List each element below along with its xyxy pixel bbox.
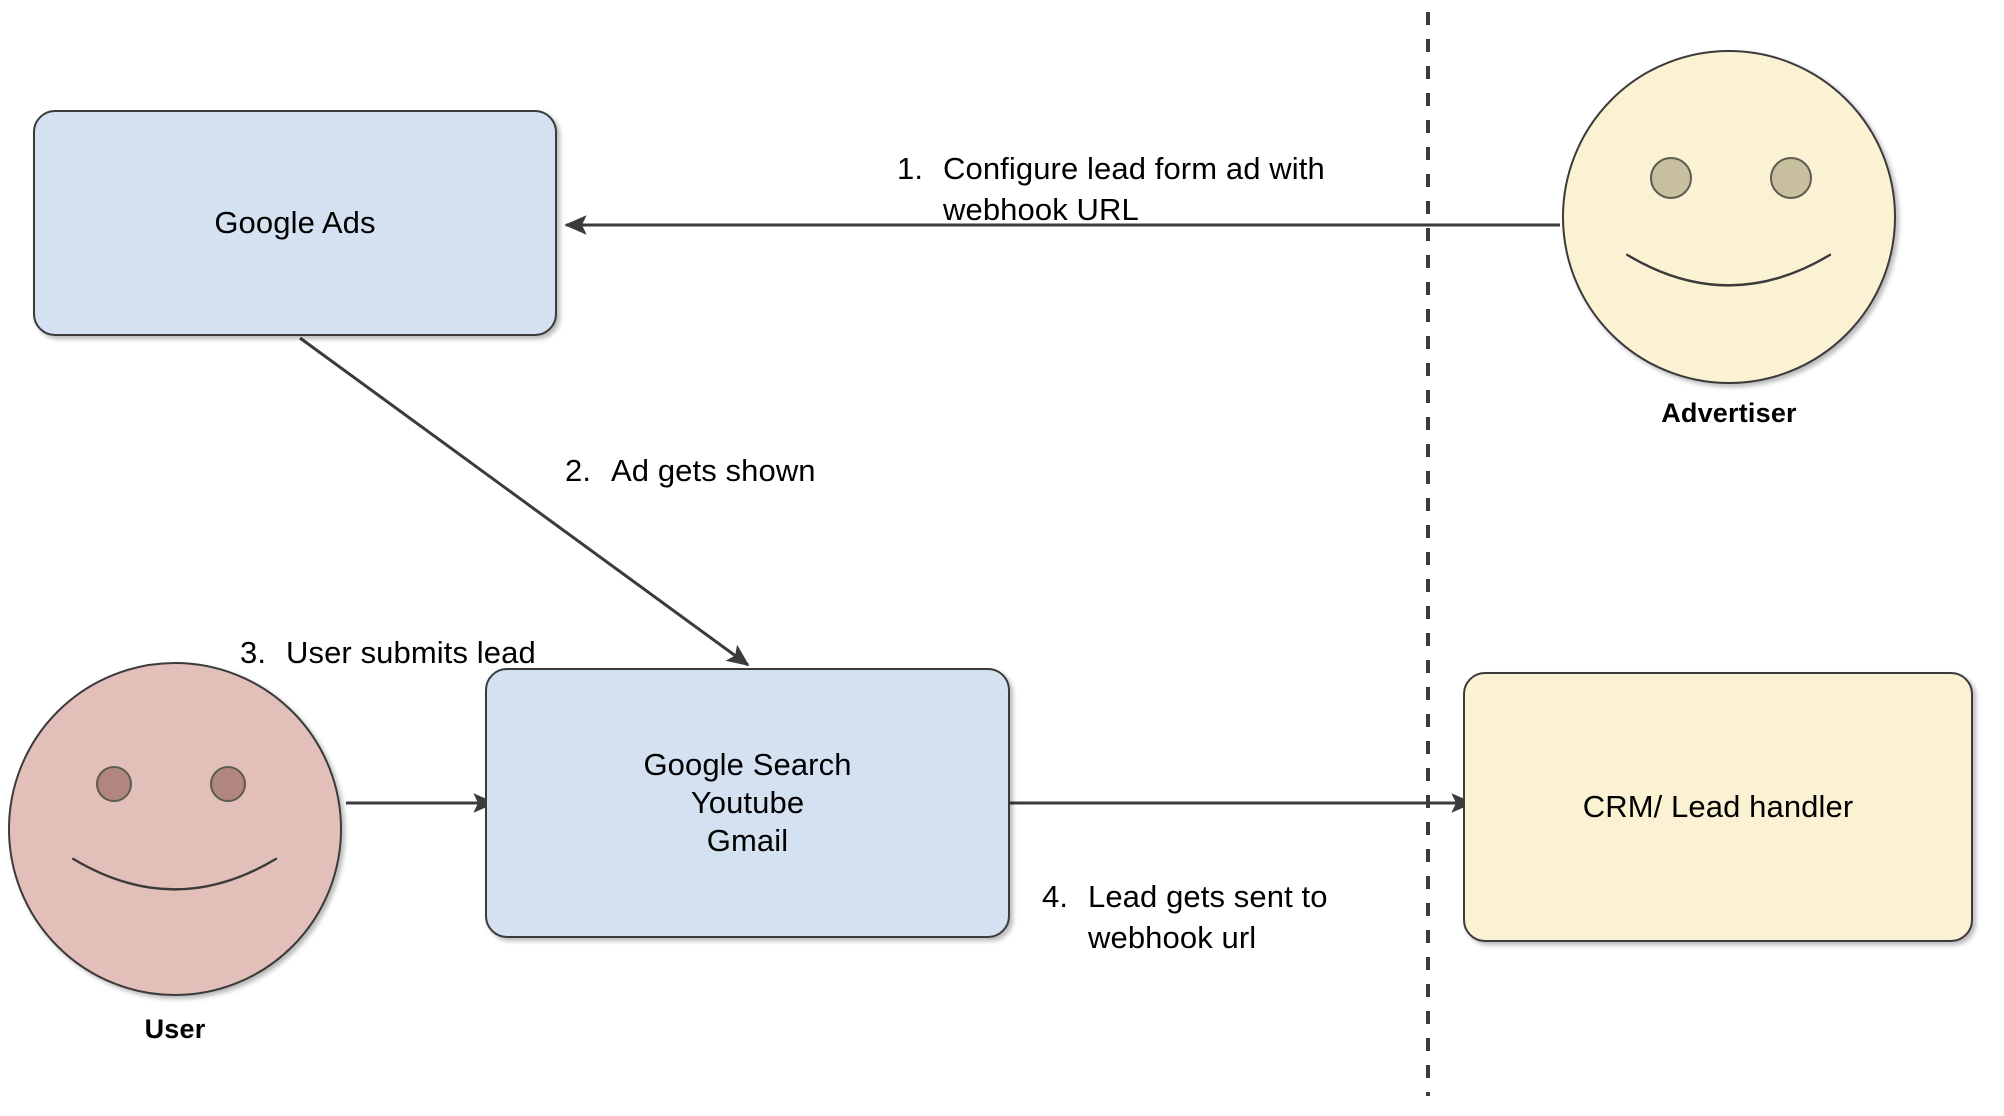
actor-user-label: User	[144, 1014, 206, 1044]
actor-advertiser-label: Advertiser	[1661, 398, 1797, 428]
step-2-text: Ad gets shown	[611, 452, 816, 488]
advertiser-smiley-icon	[1562, 50, 1896, 384]
advertiser-eye-right-icon	[1770, 157, 1812, 199]
step-label-4: 4. Lead gets sent to webhook url	[1042, 836, 1412, 959]
user-smiley-icon	[8, 662, 342, 996]
step-1-text: Configure lead form ad with webhook URL	[943, 150, 1325, 227]
node-crm-lead-handler[interactable]: CRM/ Lead handler	[1463, 672, 1973, 942]
step-2-number: 2.	[565, 452, 592, 488]
user-smile-icon	[69, 856, 280, 914]
step-3-text: User submits lead	[286, 634, 536, 670]
step-4-number: 4.	[1042, 878, 1069, 914]
step-label-2: 2. Ad gets shown	[565, 410, 905, 492]
advertiser-eye-left-icon	[1650, 157, 1692, 199]
user-eye-left-icon	[96, 766, 132, 802]
step-3-number: 3.	[240, 634, 267, 670]
node-google-ads-label: Google Ads	[214, 205, 376, 241]
node-google-properties[interactable]: Google Search Youtube Gmail	[485, 668, 1010, 938]
node-crm-lead-handler-label: CRM/ Lead handler	[1582, 789, 1854, 825]
step-1-number: 1.	[897, 150, 924, 186]
step-label-3: 3. User submits lead	[240, 592, 600, 674]
user-eye-right-icon	[210, 766, 246, 802]
advertiser-smile-icon	[1623, 252, 1834, 310]
actor-user[interactable]: User	[8, 662, 342, 1044]
actor-advertiser[interactable]: Advertiser	[1562, 50, 1896, 428]
node-google-properties-label: Google Search Youtube Gmail	[643, 747, 852, 858]
node-google-ads[interactable]: Google Ads	[33, 110, 557, 336]
step-label-1: 1. Configure lead form ad with webhook UR…	[897, 108, 1367, 231]
step-4-text: Lead gets sent to webhook url	[1088, 878, 1328, 955]
